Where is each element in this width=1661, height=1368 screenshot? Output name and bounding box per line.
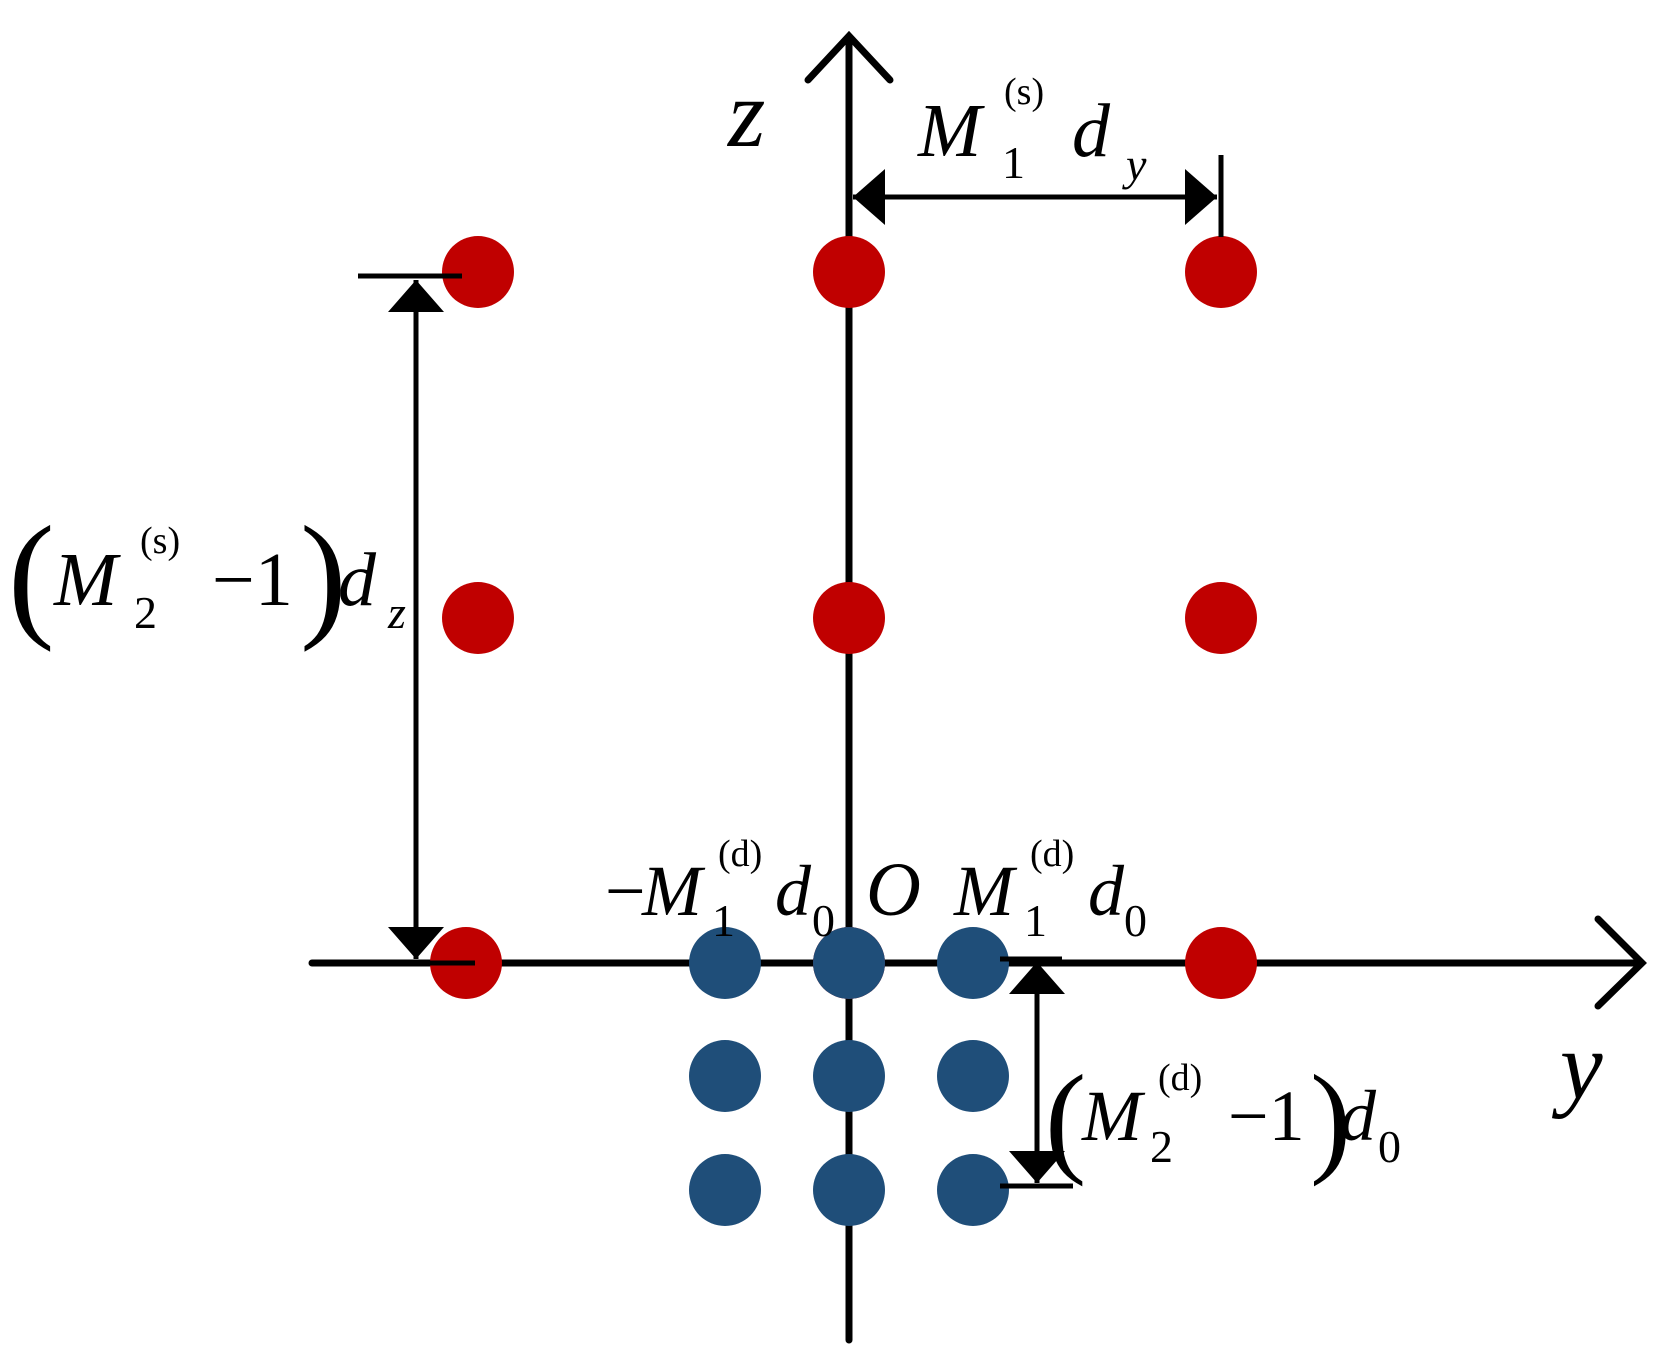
m1d-d0-main: M (953, 851, 1018, 931)
sparse-element-r2-c2 (813, 582, 885, 654)
dense-element-r2-c2 (813, 1040, 885, 1112)
neg-m1d-d0-factor: d (775, 851, 812, 931)
y-axis-arrowhead (1594, 915, 1647, 1010)
m2d-d0-factor: d (1340, 1076, 1377, 1156)
m1d-d0-factor-sub: 0 (1124, 895, 1147, 946)
sparse-element-r1-c3 (1185, 236, 1257, 308)
m2d-d0-factor-sub: 0 (1378, 1121, 1401, 1172)
m2d-d0-close: ) (1310, 1050, 1351, 1187)
dense-element-r2-c3 (937, 1040, 1009, 1112)
m2d-d0-minus-one: −1 (1228, 1076, 1305, 1156)
z-axis-arrowhead (804, 30, 894, 84)
sparse-element-r2-c3 (1185, 582, 1257, 654)
sparse-element-r1-c1 (442, 236, 514, 308)
neg-m1d-d0-sup: (d) (718, 833, 762, 875)
dense-element-r3-c1 (689, 1154, 761, 1226)
dimension-lines (358, 155, 1224, 1189)
neg-m1d-d0-factor-sub: 0 (812, 895, 835, 946)
axes (308, 30, 1647, 1344)
sparse-element-r2-c1 (442, 582, 514, 654)
m1s-dy-main: M (917, 89, 985, 173)
m2d-d0-sup: (d) (1158, 1057, 1202, 1099)
neg-m1d-d0-sub: 1 (712, 895, 735, 946)
sparse-element-r1-c2 (813, 236, 885, 308)
m2s-dz-factor-sub: z (387, 587, 406, 638)
m2d-d0-main: M (1081, 1076, 1146, 1156)
m1s-dy-factor: d (1072, 89, 1111, 173)
m2d-d0-label: ( M (d) 2 −1 ) d 0 (1045, 1050, 1401, 1187)
m1d-d0-sup: (d) (1030, 833, 1074, 875)
m2s-dz-minus-one: −1 (212, 538, 293, 622)
dense-element-r3-c3 (937, 1154, 1009, 1226)
neg-m1d-d0-sign: − (605, 851, 646, 931)
sparse-element-r3-c3 (1185, 927, 1257, 999)
origin-label: O (866, 848, 921, 932)
m2d-d0-sub: 2 (1150, 1121, 1173, 1172)
dense-element-r1-c3 (937, 927, 1009, 999)
m2s-dz-label: ( M (s) 2 −1 ) d z (8, 498, 406, 653)
m1s-dy-sub: 1 (1002, 137, 1025, 188)
y-axis-label: y (1551, 1012, 1603, 1119)
m2s-dz-close: ) (300, 498, 347, 653)
m2s-dz-main: M (53, 538, 121, 622)
dense-element-r1-c2 (813, 927, 885, 999)
z-axis-label: z (726, 60, 765, 167)
sparse-elements (430, 236, 1257, 999)
m1d-d0-factor: d (1088, 851, 1125, 931)
m1d-d0-sub: 1 (1024, 895, 1047, 946)
neg-m1d-d0-main: M (641, 851, 706, 931)
m2s-dz-open: ( (8, 498, 55, 653)
dense-element-r2-c1 (689, 1040, 761, 1112)
m1s-dy-factor-sub: y (1122, 139, 1147, 190)
m2s-dz-sub: 2 (134, 587, 157, 638)
m1d-d0-label: M (d) 1 d 0 (953, 833, 1147, 946)
m2s-dz-factor: d (338, 538, 377, 622)
m2s-dz-sup: (s) (140, 520, 180, 562)
dense-elements (689, 927, 1009, 1226)
neg-m1d-d0-label: − M (d) 1 d 0 (605, 833, 835, 946)
m1s-dy-label: M (s) 1 d y (917, 71, 1147, 190)
dense-element-r3-c2 (813, 1154, 885, 1226)
m1s-dy-sup: (s) (1004, 71, 1044, 113)
m2d-d0-open: ( (1045, 1050, 1086, 1187)
dense-element-r1-c1 (689, 927, 761, 999)
